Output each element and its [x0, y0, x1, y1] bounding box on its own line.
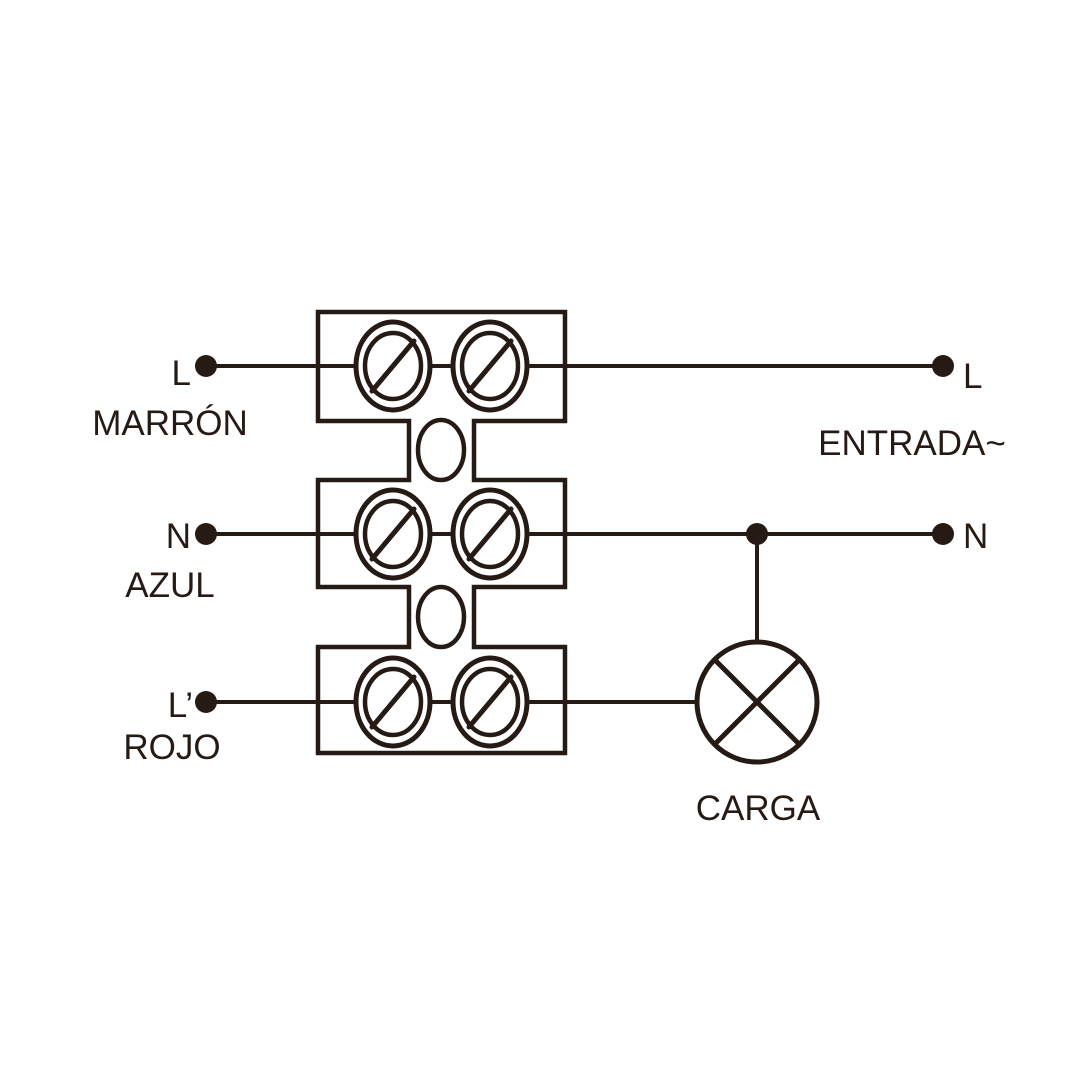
block-opening [415, 417, 467, 483]
screw-slot [369, 506, 417, 562]
screw-inner [362, 666, 424, 738]
screw-slot [466, 674, 514, 730]
block-opening [415, 584, 467, 650]
screw-inner [459, 498, 521, 570]
label-entrada: ENTRADA~ [818, 424, 1006, 463]
label-carga: CARGA [696, 789, 821, 828]
label-right-l: L [963, 357, 982, 396]
terminal-dot-left-n [195, 523, 217, 545]
screw-terminal [450, 319, 530, 413]
screw-terminal [450, 487, 530, 581]
screw-inner [362, 498, 424, 570]
junction-dot [746, 523, 768, 545]
label-wire-rojo: ROJO [123, 728, 220, 767]
screw-slot [369, 674, 417, 730]
screw-terminal [353, 487, 433, 581]
label-left-l: L [172, 354, 191, 393]
screw-inner [459, 330, 521, 402]
terminal-dot-left-l [195, 355, 217, 377]
connection-dots [195, 355, 954, 713]
label-wire-marron: MARRÓN [92, 404, 248, 443]
terminal-dot-right-n [932, 523, 954, 545]
load-lamp-symbol [694, 639, 820, 765]
screw-terminal [353, 319, 433, 413]
terminal-dot-left-lprime [195, 691, 217, 713]
screw-slot [466, 506, 514, 562]
screw-slot [466, 338, 514, 394]
label-wire-azul: AZUL [125, 566, 214, 605]
screw-terminal [353, 655, 433, 749]
screw-slot [369, 338, 417, 394]
screw-inner [362, 330, 424, 402]
label-right-n: N [963, 517, 988, 556]
lamp-cross-line [712, 657, 802, 747]
terminal-dot-right-l [932, 355, 954, 377]
screw-terminal [450, 655, 530, 749]
label-left-n: N [166, 517, 191, 556]
label-left-lprime: L’ [168, 686, 193, 725]
screw-inner [459, 666, 521, 738]
